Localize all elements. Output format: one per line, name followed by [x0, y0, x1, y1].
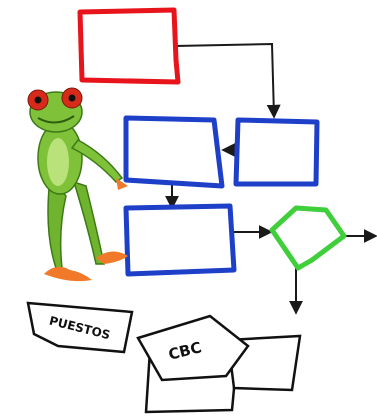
green-decision — [269, 205, 347, 271]
blue-box-right — [233, 117, 320, 187]
frog-mascot-icon — [27, 87, 128, 282]
red-box — [77, 7, 181, 85]
blue-box-bottom — [123, 203, 237, 277]
connector-red-to-right — [174, 42, 281, 119]
document-puestos: PUESTOS — [26, 301, 134, 354]
blue-box-left — [123, 115, 225, 189]
document-stack-cbc: CBC — [136, 314, 302, 414]
connectors — [165, 42, 377, 315]
